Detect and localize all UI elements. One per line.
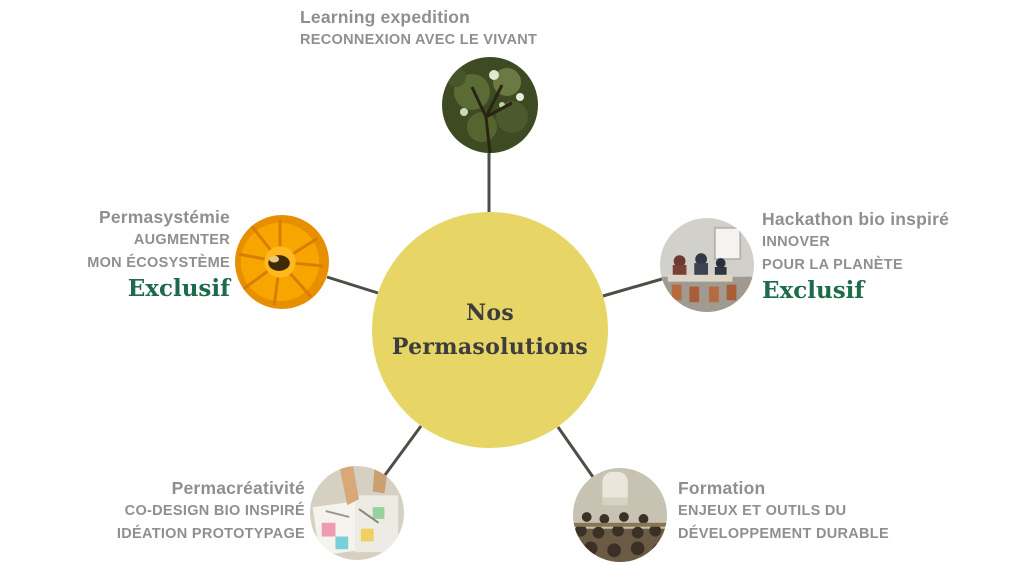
center-title-line2: Permasolutions (391, 334, 589, 360)
connector-right (602, 277, 663, 298)
node-title: Formation (678, 478, 766, 498)
node-label-learning-expedition: Learning expedition RECONNEXION AVEC LE … (300, 6, 537, 52)
center-node: Nos Permasolutions (372, 212, 608, 448)
node-subtitle: ENJEUX ET OUTILS DU (678, 503, 847, 519)
exclusive-badge: Exclusif (762, 277, 865, 304)
connector-bottom-right (556, 426, 595, 478)
node-subtitle: RECONNEXION AVEC LE VIVANT (300, 32, 538, 48)
node-label-hackathon: Hackathon bio inspiré INNOVER POUR LA PL… (762, 208, 1012, 304)
node-title: Hackathon bio inspiré (762, 209, 950, 229)
exclusive-badge: Exclusif (127, 275, 230, 302)
node-subtitle: MON ÉCOSYSTÈME (87, 255, 230, 271)
bee-on-flower-photo (235, 215, 329, 309)
center-title: Nos Permasolutions (392, 296, 588, 364)
tree-canopy-photo (442, 57, 538, 153)
node-subtitle: AUGMENTER (133, 232, 230, 248)
node-title: Learning expedition (300, 7, 471, 27)
node-title: Permasystémie (98, 207, 230, 227)
tree-canopy-illustration (442, 57, 538, 153)
codesign-hands-photo (310, 466, 404, 560)
node-label-permacreativite: Permacréativité CO-DESIGN BIO INSPIRÉ ID… (45, 477, 305, 546)
bee-flower-illustration (235, 215, 329, 309)
lecture-hall-photo (573, 468, 667, 562)
connector-left (326, 275, 379, 295)
node-label-permasystemie: Permasystémie AUGMENTER MON ÉCOSYSTÈME E… (0, 206, 230, 302)
connector-bottom-left (383, 425, 423, 476)
node-subtitle: IDÉATION PROTOTYPAGE (116, 526, 305, 542)
lecture-hall-illustration (573, 468, 667, 562)
codesign-hands-illustration (310, 466, 404, 560)
node-subtitle: CO-DESIGN BIO INSPIRÉ (124, 503, 305, 519)
node-subtitle: INNOVER (762, 234, 831, 250)
node-label-formation: Formation ENJEUX ET OUTILS DU DÉVELOPPEM… (678, 477, 938, 546)
node-subtitle: DÉVELOPPEMENT DURABLE (678, 526, 889, 542)
node-subtitle: POUR LA PLANÈTE (762, 257, 903, 273)
workshop-classroom-photo (660, 218, 754, 312)
workshop-classroom-illustration (660, 218, 754, 312)
center-title-line1: Nos (465, 299, 515, 326)
node-title: Permacréativité (171, 478, 305, 498)
